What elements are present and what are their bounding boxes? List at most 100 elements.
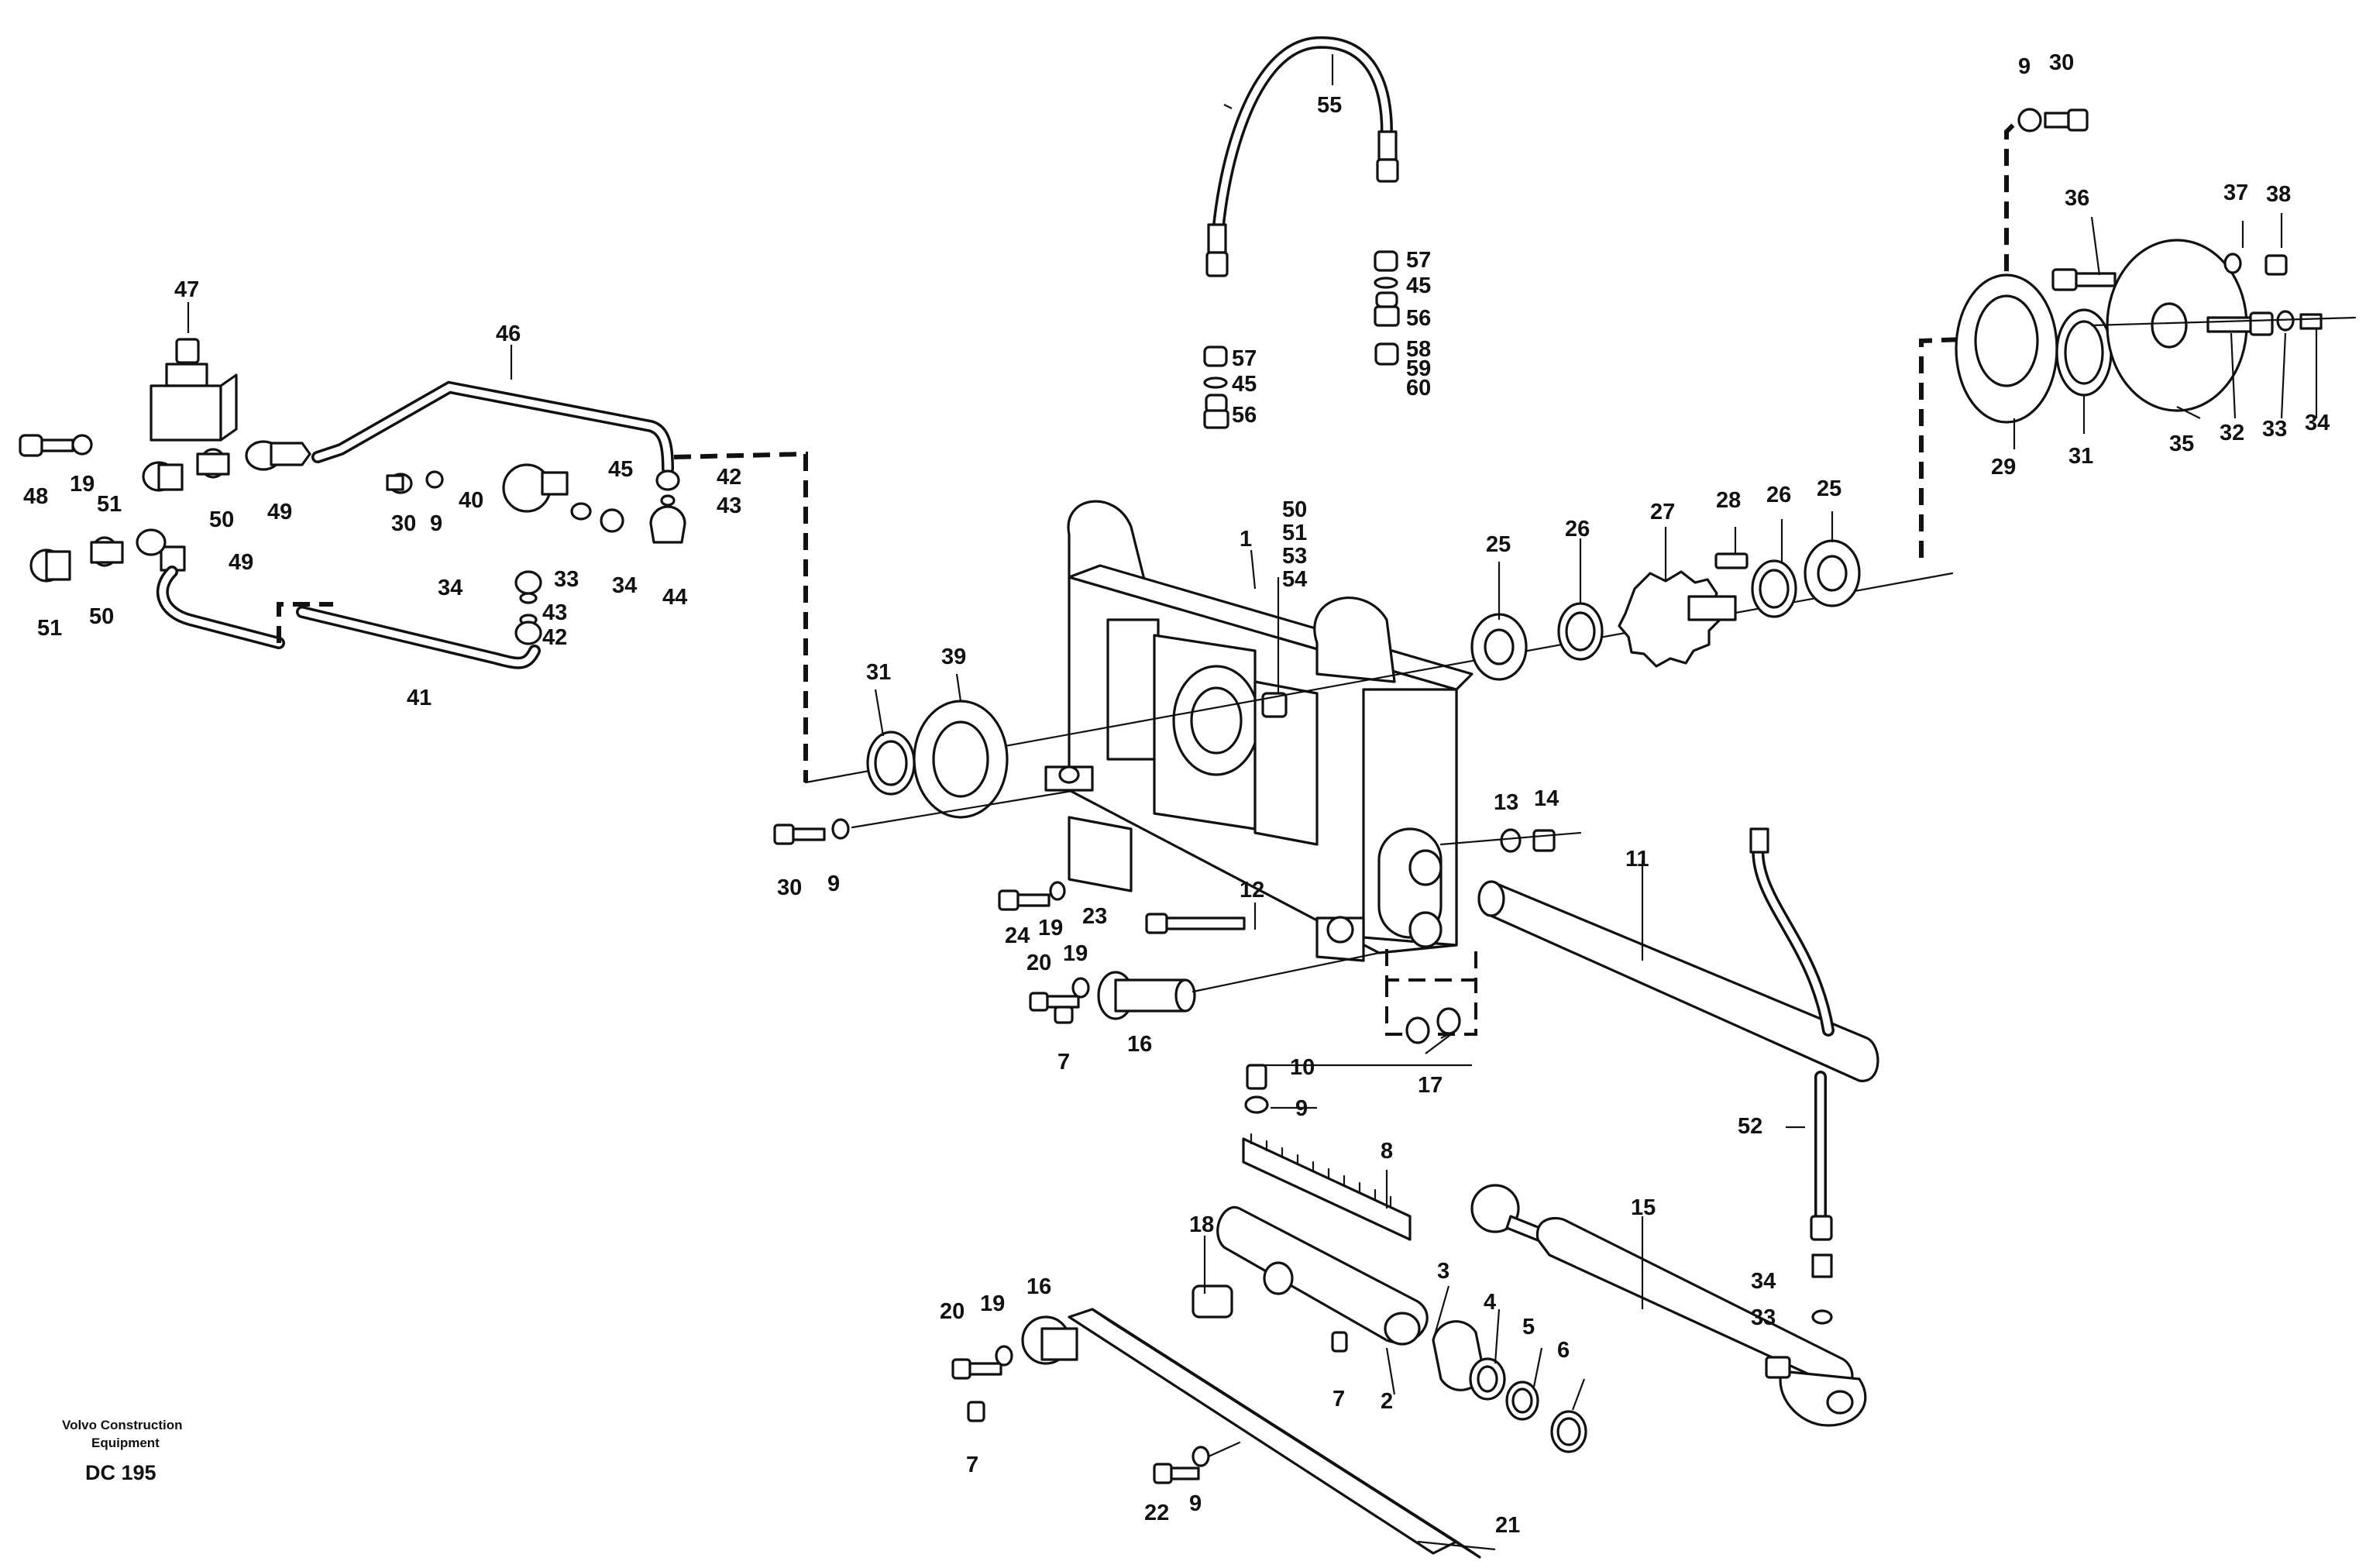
callout-39: 39 [941, 645, 966, 669]
callout-51: 51 [97, 492, 122, 517]
callout-9: 9 [1295, 1096, 1308, 1121]
diagram-code: DC 195 [85, 1461, 156, 1484]
callout-41: 41 [407, 686, 432, 710]
callout-21: 21 [1495, 1513, 1520, 1538]
callout-19: 19 [70, 472, 95, 497]
caption-block: Volvo Construction Equipment DC 195 [62, 1418, 183, 1484]
leader-lines [187, 54, 2318, 1551]
callout-17: 17 [1418, 1073, 1443, 1098]
callout-16: 16 [1127, 1032, 1152, 1057]
callout-45: 45 [1406, 273, 1431, 298]
callout-53: 53 [1282, 544, 1307, 569]
callout-7: 7 [966, 1453, 978, 1477]
callout-7: 7 [1333, 1387, 1345, 1412]
gear-shaft-assembly [866, 539, 1861, 819]
callout-50: 50 [209, 507, 234, 532]
callout-50: 50 [1282, 497, 1307, 522]
callout-34: 34 [1751, 1269, 1776, 1294]
callout-20: 20 [940, 1299, 965, 1324]
callout-56: 56 [1232, 403, 1257, 428]
callout-20: 20 [1026, 951, 1051, 975]
caption-company: Volvo Construction [62, 1418, 183, 1432]
cylinder-and-hose [1477, 827, 1879, 1325]
callout-6: 6 [1557, 1338, 1570, 1363]
callout-9: 9 [1189, 1491, 1202, 1516]
callout-48: 48 [23, 484, 48, 509]
callout-47: 47 [174, 277, 199, 302]
callout-57: 57 [1406, 248, 1431, 273]
hydraulic-valve-group [19, 338, 808, 782]
callout-19: 19 [980, 1291, 1005, 1316]
mounting-hardware [773, 789, 1582, 1044]
callout-4: 4 [1484, 1290, 1496, 1315]
callout-13: 13 [1494, 790, 1518, 815]
callout-7: 7 [1057, 1050, 1070, 1075]
callout-42: 42 [717, 465, 741, 490]
callout-42: 42 [542, 625, 567, 650]
callout-16: 16 [1026, 1274, 1051, 1299]
callout-22: 22 [1144, 1501, 1169, 1525]
callout-33: 33 [554, 567, 579, 592]
callout-27: 27 [1650, 500, 1675, 524]
callout-45: 45 [608, 457, 633, 482]
lower-cylinder [1470, 1184, 1867, 1427]
callout-33: 33 [2262, 417, 2287, 442]
callout-31: 31 [2068, 444, 2093, 469]
callout-2: 2 [1381, 1389, 1393, 1414]
callout-37: 37 [2223, 181, 2248, 205]
callout-26: 26 [1565, 517, 1590, 542]
callout-45: 45 [1232, 372, 1257, 397]
callout-3: 3 [1437, 1259, 1449, 1284]
callout-40: 40 [459, 488, 483, 513]
callout-38: 38 [2266, 182, 2291, 207]
callout-23: 23 [1082, 904, 1107, 929]
callout-18: 18 [1189, 1212, 1214, 1237]
hose-assembly [1203, 36, 1400, 429]
callout-8: 8 [1381, 1139, 1393, 1164]
callout-5: 5 [1522, 1315, 1535, 1339]
callout-36: 36 [2065, 186, 2089, 211]
callout-49: 49 [229, 550, 253, 575]
callout-30: 30 [2049, 50, 2074, 75]
callout-26: 26 [1766, 483, 1791, 507]
callout-52: 52 [1738, 1114, 1762, 1139]
callout-9: 9 [827, 872, 840, 896]
main-housing [1044, 500, 1474, 962]
callout-9: 9 [2018, 54, 2031, 79]
rack-and-slide [951, 1064, 1587, 1559]
callout-30: 30 [391, 511, 416, 536]
callout-34: 34 [438, 576, 463, 600]
callout-43: 43 [717, 493, 741, 518]
hub-assembly [1919, 108, 2357, 558]
callout-25: 25 [1486, 532, 1511, 557]
callout-34: 34 [2305, 411, 2330, 435]
callout-51: 51 [1282, 521, 1307, 545]
callout-9: 9 [430, 511, 442, 536]
callout-58: 58 [1406, 337, 1431, 362]
callout-34: 34 [612, 573, 637, 598]
callout-1: 1 [1240, 527, 1252, 552]
callout-49: 49 [267, 500, 292, 524]
callout-15: 15 [1631, 1195, 1656, 1220]
callout-56: 56 [1406, 306, 1431, 331]
callout-labels: 47 48 19 51 50 49 49 51 50 41 46 42 43 4… [23, 50, 2330, 1538]
callout-44: 44 [662, 585, 687, 610]
callout-19: 19 [1063, 941, 1088, 966]
callout-54: 54 [1282, 567, 1307, 592]
callout-28: 28 [1716, 488, 1741, 513]
callout-57: 57 [1232, 346, 1257, 371]
callout-19: 19 [1038, 916, 1063, 940]
callout-43: 43 [542, 600, 567, 625]
callout-35: 35 [2169, 432, 2194, 456]
callout-24: 24 [1005, 923, 1030, 948]
callout-59: 59 [1406, 356, 1431, 381]
callout-51: 51 [37, 616, 62, 641]
caption-equipment: Equipment [91, 1436, 160, 1450]
callout-60: 60 [1406, 376, 1431, 401]
callout-31: 31 [866, 660, 891, 685]
callout-25: 25 [1817, 476, 1841, 501]
callout-50: 50 [89, 604, 114, 629]
callout-33: 33 [1751, 1305, 1776, 1330]
callout-12: 12 [1240, 878, 1264, 903]
callout-32: 32 [2220, 421, 2244, 445]
